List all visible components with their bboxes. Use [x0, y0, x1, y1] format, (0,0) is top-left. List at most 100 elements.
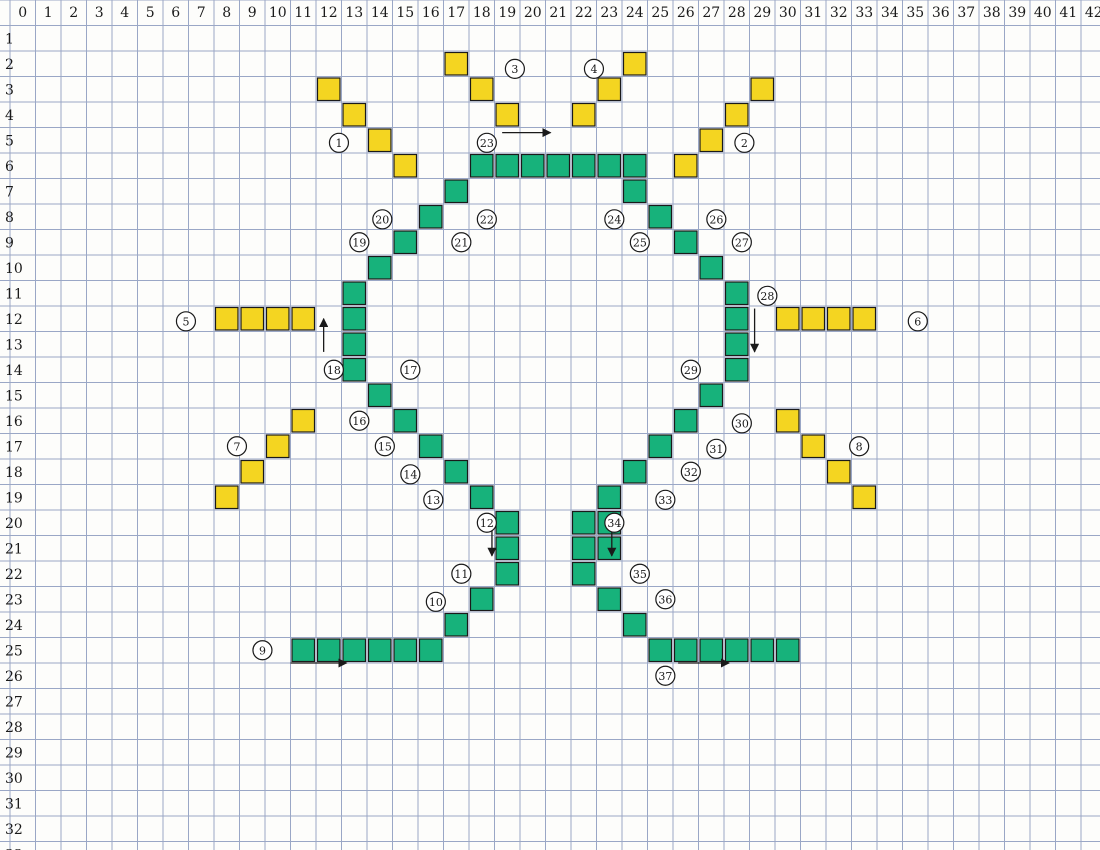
- row-number: 26: [5, 669, 23, 685]
- green-cell: [571, 153, 596, 178]
- green-cell: [622, 612, 647, 637]
- step-number: 32: [684, 466, 698, 479]
- green-cell: [622, 153, 647, 178]
- step-number: 13: [426, 494, 440, 507]
- green-cell: [724, 306, 749, 331]
- green-cell: [495, 510, 520, 535]
- green-cell: [418, 204, 443, 229]
- yellow-cell: [571, 102, 596, 127]
- step-number: 6: [914, 315, 921, 328]
- row-number-labels: 1234567891011121314151617181920212223242…: [5, 32, 23, 850]
- column-number: 6: [171, 5, 180, 21]
- step-number: 17: [403, 364, 417, 377]
- step-label: 34: [604, 512, 625, 533]
- column-number: 33: [855, 5, 873, 21]
- step-number: 33: [658, 494, 672, 507]
- step-label: 28: [757, 285, 778, 306]
- yellow-cell: [775, 306, 800, 331]
- green-cell: [291, 638, 316, 663]
- step-number: 21: [454, 236, 468, 249]
- step-number: 27: [735, 236, 749, 249]
- green-cell: [520, 153, 545, 178]
- green-cell: [775, 638, 800, 663]
- yellow-cell: [291, 408, 316, 433]
- yellow-cell: [775, 408, 800, 433]
- step-number: 31: [709, 443, 723, 456]
- step-label: 20: [372, 209, 393, 230]
- row-number: 12: [5, 312, 23, 328]
- green-cell: [724, 357, 749, 382]
- row-number: 4: [5, 108, 14, 124]
- step-circle: [629, 563, 650, 584]
- yellow-cell: [622, 51, 647, 76]
- green-cell: [469, 153, 494, 178]
- green-cell: [597, 485, 622, 510]
- column-number: 38: [983, 5, 1001, 21]
- green-cell: [418, 638, 443, 663]
- step-number: 14: [403, 468, 417, 481]
- row-number: 16: [5, 414, 23, 430]
- step-circle: [175, 311, 197, 332]
- step-number: 5: [182, 315, 189, 328]
- step-circle: [476, 132, 497, 153]
- direction-arrows: [290, 128, 760, 668]
- green-cell: [495, 561, 520, 586]
- row-number: 33: [5, 848, 23, 850]
- green-cell: [495, 153, 520, 178]
- green-cell: [367, 638, 392, 663]
- green-cell: [673, 408, 698, 433]
- yellow-cell: [316, 77, 341, 102]
- step-number: 18: [327, 364, 341, 377]
- column-number: 34: [881, 5, 899, 21]
- step-number: 12: [480, 517, 494, 530]
- step-circle: [374, 436, 395, 457]
- column-number: 15: [396, 5, 414, 21]
- column-number: 26: [677, 5, 695, 21]
- row-number: 17: [5, 440, 23, 456]
- row-number: 28: [5, 720, 23, 736]
- step-label: 29: [680, 359, 701, 380]
- column-number: 1: [44, 5, 53, 21]
- yellow-cell: [214, 485, 239, 510]
- column-number: 30: [779, 5, 797, 21]
- green-cell: [571, 561, 596, 586]
- step-number: 29: [684, 364, 698, 377]
- column-number: 18: [473, 5, 491, 21]
- column-number: 8: [222, 5, 231, 21]
- step-circle: [252, 640, 273, 661]
- row-number: 29: [5, 746, 23, 762]
- step-circle: [400, 464, 421, 485]
- step-circle: [425, 591, 446, 612]
- column-number: 32: [830, 5, 848, 21]
- yellow-cell: [342, 102, 367, 127]
- row-number: 13: [5, 338, 23, 354]
- step-number: 11: [454, 568, 468, 581]
- step-label: 37: [655, 665, 676, 686]
- row-number: 14: [5, 363, 23, 379]
- step-label: 8: [849, 436, 870, 457]
- green-cell: [444, 179, 469, 204]
- column-number: 23: [600, 5, 618, 21]
- step-number: 25: [633, 236, 647, 249]
- step-circle: [680, 359, 701, 380]
- step-circle: [604, 209, 625, 230]
- yellow-cell: [291, 306, 316, 331]
- step-label: 12: [476, 512, 497, 533]
- yellow-cell: [801, 306, 826, 331]
- step-label: 18: [323, 359, 344, 380]
- step-label: 25: [629, 232, 650, 253]
- step-label: 33: [655, 489, 676, 510]
- column-number: 24: [626, 5, 644, 21]
- step-number: 9: [259, 644, 266, 657]
- row-number: 7: [5, 185, 14, 201]
- green-cell: [342, 638, 367, 663]
- row-number: 10: [5, 261, 23, 277]
- green-cell: [648, 638, 673, 663]
- green-cell: [699, 383, 724, 408]
- row-number: 32: [5, 822, 23, 838]
- step-circle: [349, 232, 370, 253]
- row-number: 18: [5, 465, 23, 481]
- step-label: 1: [328, 132, 350, 153]
- step-number: 3: [511, 63, 518, 76]
